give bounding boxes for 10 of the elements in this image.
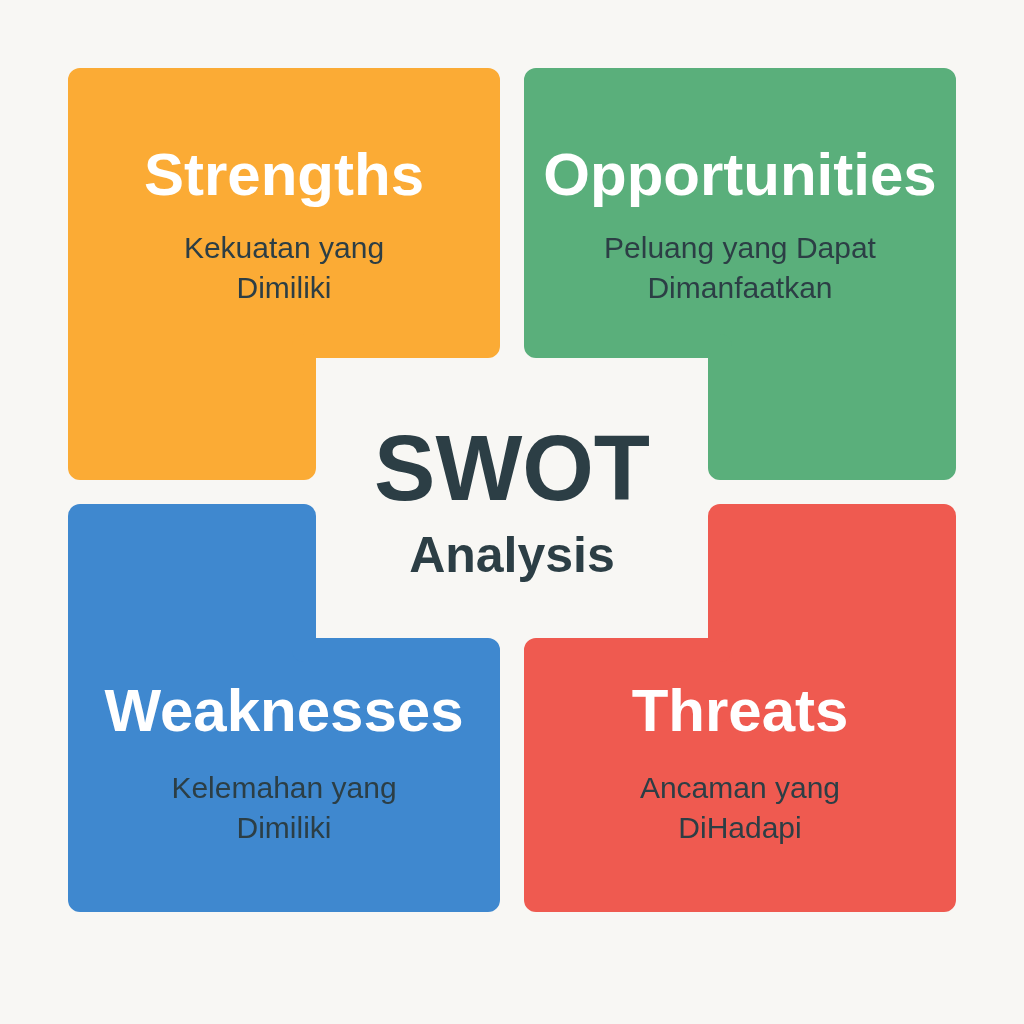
subtitle-text: Analysis (408, 526, 616, 584)
title-text: SWOT (373, 416, 651, 521)
description-text: Ancaman yang DiHadapi (638, 770, 842, 846)
description-text: Peluang yang Dapat Dimanfaatkan (603, 230, 877, 306)
heading: Threats (630, 676, 850, 745)
description-text: Kekuatan yang Dimiliki (182, 230, 386, 306)
description-text: Kelemahan yang Dimiliki (170, 770, 398, 846)
heading: Opportunities (542, 140, 938, 209)
heading: Weaknesses (103, 676, 465, 745)
heading: Strengths (143, 140, 425, 209)
